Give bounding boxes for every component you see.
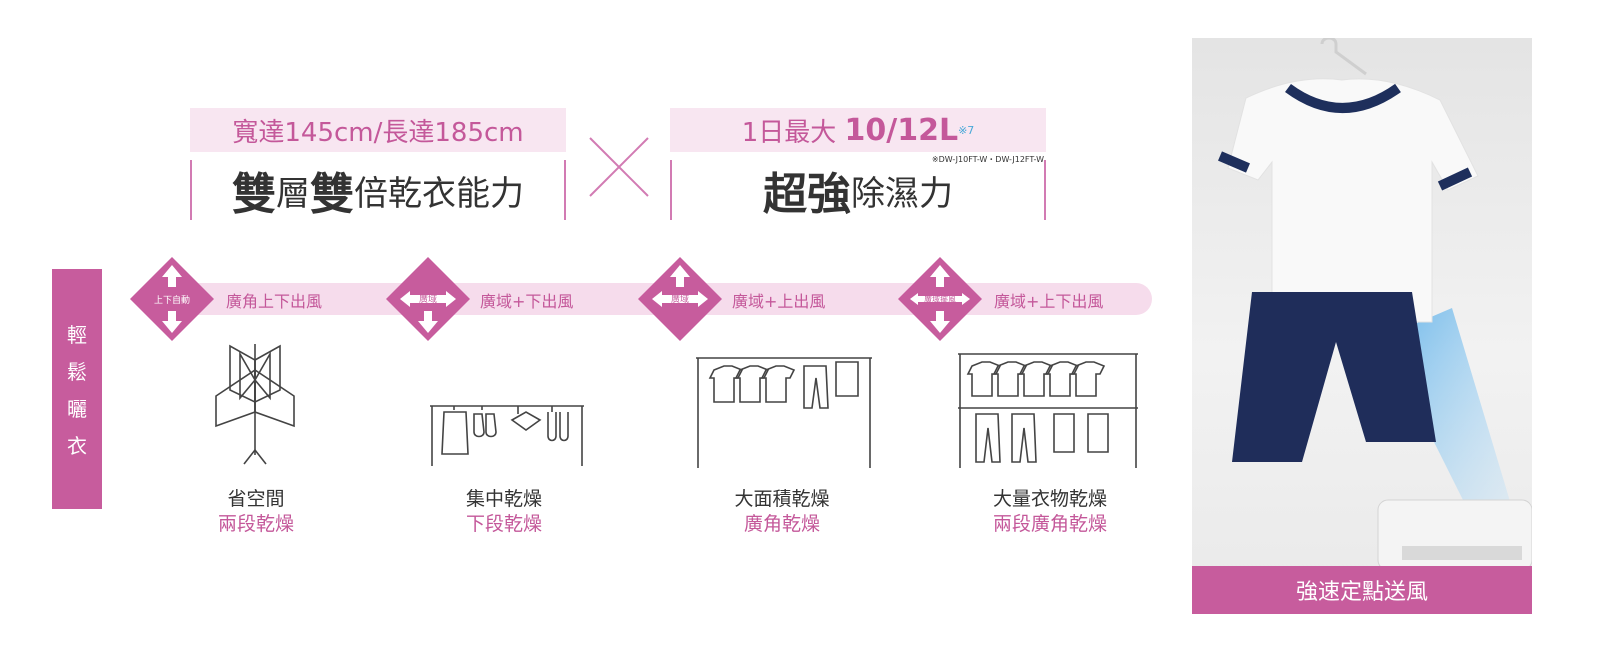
divider [564,160,566,220]
mode-subcaption: 廣角乾燥 [743,513,820,535]
mode-subcaption: 兩段廣角乾燥 [992,513,1107,535]
divider [670,160,672,220]
svg-text:廣域: 廣域 [671,293,689,305]
feature-dehumidify-title: 超強除濕力 [763,169,953,220]
feature-dehumidify: 1日最大 10/12L※7 ※DW-J10FT-W・DW-J12FT-W 超強除… [670,108,1046,220]
divider [190,160,192,220]
feature-dual-title: 雙層雙倍乾衣能力 [232,169,524,220]
feature-dual-layer: 寬達145cm/長達185cm 雙層雙倍乾衣能力 [190,108,566,220]
two-tier-rack-icon [958,353,1138,468]
wide-rack-icon [696,357,872,468]
easy-drying-label: 輕 鬆 曬 衣 [52,269,102,509]
svg-text:上下自動: 上下自動 [154,294,190,306]
mode-caption: 大面積乾燥 [734,488,830,510]
mode-caption: 集中乾燥 [465,488,542,510]
mode-badge-wide-swing-icon: 廣域擺風 [898,257,982,341]
svg-text:廣域擺風: 廣域擺風 [924,294,956,304]
feature-capacity-text: 1日最大 10/12L※7 [670,108,1046,152]
mode-badge-updown-icon: 上下自動 [130,257,214,341]
feature-size-text: 寬達145cm/長達185cm [190,108,566,152]
divider [1044,160,1046,220]
mode-label: 廣域+上出風 [732,292,826,311]
mode-label: 廣域+上下出風 [994,292,1104,311]
rotary-rack-icon [215,344,295,465]
mode-label: 廣域+下出風 [480,292,574,311]
mode-badge-wide-up-icon: 廣域 [638,257,722,341]
product-illustration [1218,38,1532,571]
small-rack-icon [430,405,584,466]
svg-text:廣域: 廣域 [419,293,437,305]
mode-subcaption: 兩段乾燥 [217,513,294,535]
product-photo: 強速定點送風 [1192,38,1532,614]
mode-badge-wide-down-icon: 廣域 [386,257,470,341]
photo-caption: 強速定點送風 [1192,566,1532,614]
model-note: ※DW-J10FT-W・DW-J12FT-W [931,155,1044,164]
cross-icon [589,137,649,197]
mode-caption: 省空間 [227,488,285,510]
mode-caption: 大量衣物乾燥 [992,488,1107,510]
mode-label: 廣角上下出風 [226,292,323,311]
mode-subcaption: 下段乾燥 [465,513,542,535]
